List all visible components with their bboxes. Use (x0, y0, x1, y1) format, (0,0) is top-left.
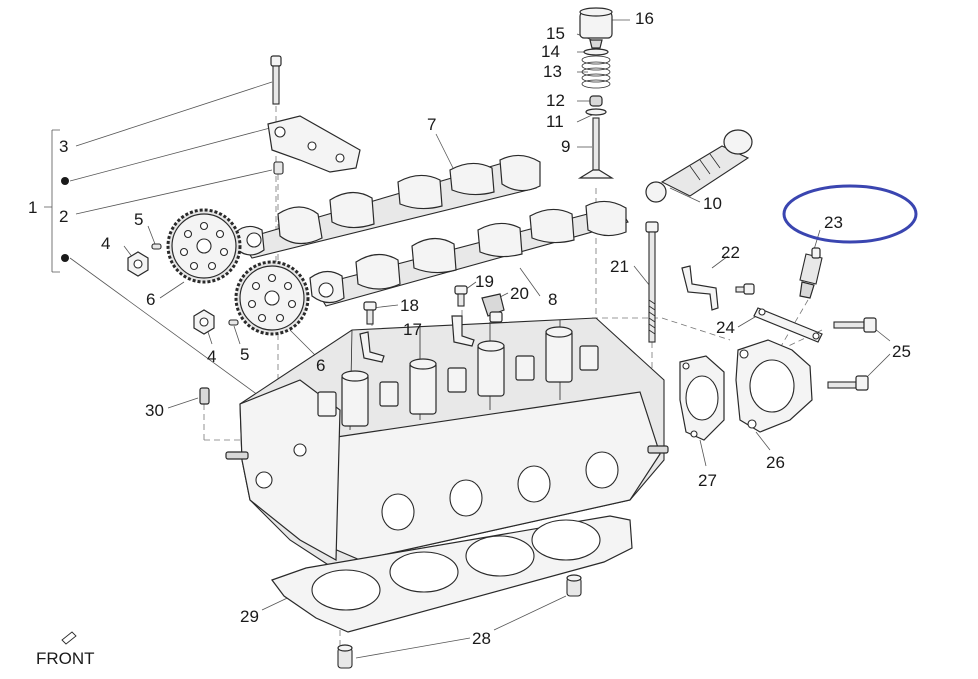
clamp-17-left (359, 331, 385, 363)
valve-stem-seal-12 (589, 95, 603, 107)
label-7: 7 (427, 115, 436, 134)
label-9: 9 (561, 137, 570, 156)
front-arrow-icon (61, 631, 77, 645)
label-15: 15 (546, 24, 565, 43)
camshaft-7 (235, 154, 541, 259)
leader-lines (44, 19, 891, 659)
label-21: 21 (610, 257, 629, 276)
sensor-20 (481, 293, 505, 323)
label-12: 12 (546, 91, 565, 110)
bullet-dot-upper (61, 177, 69, 185)
label-2: 2 (59, 207, 68, 226)
label-30: 30 (145, 401, 164, 420)
label-17: 17 (403, 320, 422, 339)
sprocket-bolt-upper (127, 251, 149, 277)
label-16: 16 (635, 9, 654, 28)
bolt-19 (454, 285, 468, 307)
temperature-sensor-23 (799, 247, 823, 299)
label-20: 20 (510, 284, 529, 303)
injector-10 (645, 129, 753, 203)
part-number-labels: 1 2 3 4 4 5 5 6 6 7 8 9 10 11 12 13 14 1… (28, 9, 911, 648)
water-outlet-housing-26 (735, 339, 813, 433)
label-6-lower: 6 (316, 356, 325, 375)
label-5-lower: 5 (240, 345, 249, 364)
label-25: 25 (892, 342, 911, 361)
stud-30 (199, 387, 210, 405)
label-10: 10 (703, 194, 722, 213)
camshaft-bearing-cap (267, 115, 361, 173)
label-4-upper: 4 (101, 234, 110, 253)
camshaft-8 (309, 200, 629, 307)
label-14: 14 (541, 42, 560, 61)
bolt-25-lower (827, 375, 869, 391)
valve-9 (577, 117, 615, 179)
label-11: 11 (546, 112, 564, 131)
cylinder-head (225, 317, 669, 567)
label-22: 22 (721, 243, 740, 262)
sprocket-pin-lower (228, 319, 239, 326)
label-29: 29 (240, 607, 259, 626)
valve-tappet-16 (579, 7, 613, 39)
dowel-pin-2 (273, 161, 284, 175)
clamp-17-right (451, 315, 475, 347)
sprocket-pin-upper (151, 243, 162, 250)
label-26: 26 (766, 453, 785, 472)
label-18: 18 (400, 296, 419, 315)
label-3: 3 (59, 137, 68, 156)
head-gasket-29 (271, 515, 633, 633)
dowel-28-left (337, 644, 353, 669)
label-13: 13 (543, 62, 562, 81)
highlight-ellipse-23 (782, 184, 918, 244)
label-1: 1 (28, 198, 37, 217)
bullet-dot-lower (61, 254, 69, 262)
outlet-gasket-27 (679, 355, 725, 441)
bracket-bolt (735, 283, 755, 295)
label-5-upper: 5 (134, 210, 143, 229)
bolt-3 (270, 55, 282, 105)
dowel-28-right (566, 574, 582, 597)
camshaft-sprocket-lower (234, 260, 310, 336)
label-8: 8 (548, 290, 557, 309)
label-23: 23 (824, 213, 843, 232)
camshaft-sprocket-upper (166, 208, 242, 284)
valve-keepers-15 (589, 39, 603, 49)
stud-bolt-21 (645, 221, 659, 343)
sprocket-bolt-lower (193, 309, 215, 335)
label-28: 28 (472, 629, 491, 648)
label-4-lower: 4 (207, 347, 216, 366)
label-6-upper: 6 (146, 290, 155, 309)
spring-seat-11 (585, 108, 607, 116)
strap-24 (753, 307, 823, 343)
label-19: 19 (475, 272, 494, 291)
bolt-18 (363, 301, 377, 325)
bracket-22 (681, 265, 719, 311)
valve-spring-13 (581, 55, 611, 89)
front-label: FRONT (36, 649, 95, 668)
label-27: 27 (698, 471, 717, 490)
label-24: 24 (716, 318, 735, 337)
bolt-25-upper (833, 317, 877, 333)
spring-retainer-14 (583, 48, 609, 56)
